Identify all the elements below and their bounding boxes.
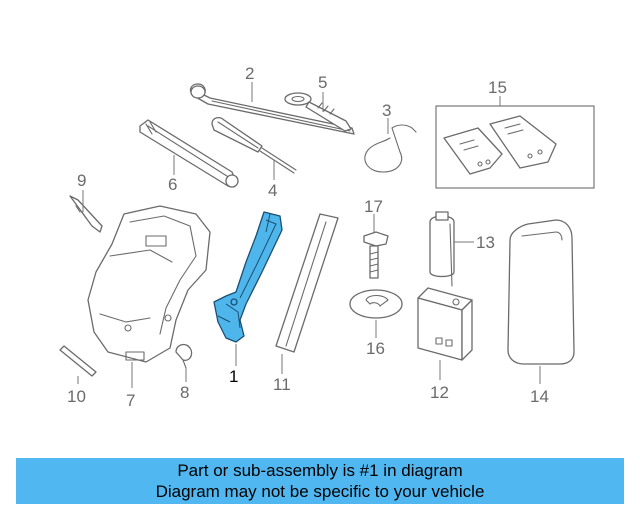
parts-diagram: 2 5 3 15 6 4 9 17 13 16 1 11 8 10 7 12 1… <box>59 64 595 410</box>
callout-17: 17 <box>364 197 383 216</box>
callout-8: 8 <box>180 383 189 402</box>
callout-16: 16 <box>366 339 385 358</box>
callout-1-highlighted: 1 <box>229 367 238 386</box>
callout-9: 9 <box>77 171 86 190</box>
callout-4: 4 <box>268 181 277 200</box>
callout-12: 12 <box>430 383 449 402</box>
strap-part <box>59 345 97 377</box>
callout-5: 5 <box>318 73 327 92</box>
callout-6: 6 <box>168 175 177 194</box>
info-banner: Part or sub-assembly is #1 in diagram Di… <box>16 458 624 504</box>
bolt-part <box>363 231 389 279</box>
tow-hook-part <box>284 92 352 132</box>
tool-hook-part <box>364 124 417 173</box>
washer-part <box>349 289 403 319</box>
callout-15: 15 <box>488 78 507 97</box>
sealant-bottle-part <box>429 211 455 287</box>
leader-lines <box>77 82 541 388</box>
callout-3: 3 <box>382 101 391 120</box>
lug-wrench-part <box>189 83 355 135</box>
tool-tray-part <box>435 105 595 189</box>
callout-13: 13 <box>476 233 495 252</box>
callout-2: 2 <box>245 64 254 83</box>
banner-line-2: Diagram may not be specific to your vehi… <box>155 482 485 501</box>
jack-part-highlighted <box>213 211 283 343</box>
grommet-part <box>175 343 193 369</box>
banner-line-1: Part or sub-assembly is #1 in diagram <box>177 461 463 480</box>
callout-10: 10 <box>67 387 86 406</box>
jack-handle-part <box>139 119 239 188</box>
compressor-box-part <box>417 287 473 361</box>
callout-7: 7 <box>126 391 135 410</box>
screwdriver-part <box>211 117 297 174</box>
callout-14: 14 <box>530 387 549 406</box>
cover-part <box>507 219 575 365</box>
clip-part <box>69 195 103 233</box>
rod-part <box>275 213 339 353</box>
callout-11: 11 <box>273 375 291 394</box>
storage-bin-part <box>87 205 211 363</box>
